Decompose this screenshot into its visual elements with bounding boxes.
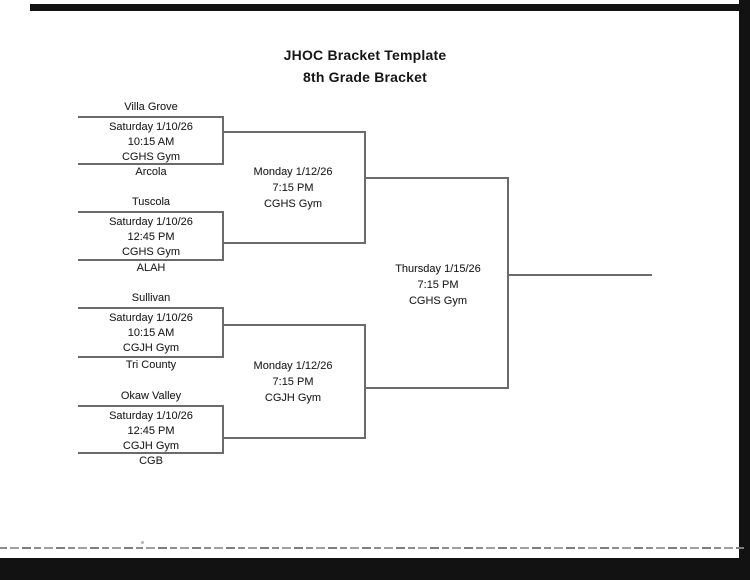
team-alah: ALAH xyxy=(136,262,166,274)
semifinal2-venue: CGJH Gym xyxy=(264,392,322,404)
scan-speck xyxy=(141,541,144,544)
scan-border-top xyxy=(30,4,750,11)
semifinal1-info: Monday 1/12/26 7:15 PM CGHS Gym xyxy=(220,164,366,212)
team-tuscola: Tuscola xyxy=(131,196,171,208)
page-title-line2: 8th Grade Bracket xyxy=(302,69,427,85)
final-info: Thursday 1/15/26 7:15 PM CGHS Gym xyxy=(365,261,511,309)
semifinal2-join-line xyxy=(364,324,366,439)
semifinal2-time: 7:15 PM xyxy=(272,376,314,388)
game2-right-line xyxy=(222,211,224,261)
game4-date: Saturday 1/10/26 xyxy=(109,410,193,422)
final-join-line xyxy=(507,177,509,389)
champion-line xyxy=(507,274,652,276)
page-title-line1: JHOC Bracket Template xyxy=(283,47,447,63)
game2-info: Saturday 1/10/26 12:45 PM CGHS Gym xyxy=(78,215,224,260)
final-venue: CGHS Gym xyxy=(408,295,468,307)
semifinal1-time: 7:15 PM xyxy=(272,182,314,194)
game3-right-line xyxy=(222,307,224,358)
game1-time: 10:15 AM xyxy=(127,136,175,148)
semifinal1-winner-line xyxy=(364,177,508,179)
game4-time: 12:45 PM xyxy=(127,425,175,437)
team-villa-grove: Villa Grove xyxy=(124,101,178,113)
scan-border-right xyxy=(739,0,750,580)
semifinal2-date: Monday 1/12/26 xyxy=(253,360,333,372)
game1-date: Saturday 1/10/26 xyxy=(109,121,193,133)
game3-venue: CGJH Gym xyxy=(122,342,180,354)
team-cgb: CGB xyxy=(139,455,163,467)
game2-bottom-line xyxy=(78,259,223,261)
game2-winner-line xyxy=(222,242,365,244)
game1-venue: CGHS Gym xyxy=(121,151,181,163)
game2-time: 12:45 PM xyxy=(127,231,175,243)
final-time: 7:15 PM xyxy=(417,279,459,291)
semifinal1-venue: CGHS Gym xyxy=(263,198,323,210)
game2-date: Saturday 1/10/26 xyxy=(109,216,193,228)
game4-top-line xyxy=(78,405,223,407)
team-tri-county: Tri County xyxy=(125,359,177,371)
game1-info: Saturday 1/10/26 10:15 AM CGHS Gym xyxy=(78,120,224,165)
game4-winner-line xyxy=(222,437,365,439)
game3-time: 10:15 AM xyxy=(127,327,175,339)
game3-info: Saturday 1/10/26 10:15 AM CGJH Gym xyxy=(78,311,224,356)
game4-bottom-line xyxy=(78,452,223,454)
game3-date: Saturday 1/10/26 xyxy=(109,312,193,324)
semifinal2-info: Monday 1/12/26 7:15 PM CGJH Gym xyxy=(220,358,366,406)
team-sullivan: Sullivan xyxy=(131,292,171,304)
game2-top-line xyxy=(78,211,223,213)
game4-venue: CGJH Gym xyxy=(122,440,180,452)
game3-top-line xyxy=(78,307,223,309)
game1-top-line xyxy=(78,116,223,118)
page-title: JHOC Bracket Template 8th Grade Bracket xyxy=(215,44,515,88)
game3-bottom-line xyxy=(78,356,223,358)
game3-winner-line xyxy=(222,324,365,326)
game1-bottom-line xyxy=(78,163,223,165)
game4-info: Saturday 1/10/26 12:45 PM CGJH Gym xyxy=(78,409,224,454)
team-okaw-valley: Okaw Valley xyxy=(120,390,182,402)
game1-right-line xyxy=(222,116,224,165)
final-date: Thursday 1/15/26 xyxy=(395,263,481,275)
game2-venue: CGHS Gym xyxy=(121,246,181,258)
semifinal2-winner-line xyxy=(364,387,508,389)
team-arcola: Arcola xyxy=(135,166,167,178)
semifinal1-date: Monday 1/12/26 xyxy=(253,166,333,178)
scan-border-bottom xyxy=(0,558,750,580)
semifinal1-join-line xyxy=(364,131,366,244)
game4-right-line xyxy=(222,405,224,454)
scan-perforation-line xyxy=(0,547,744,549)
game1-winner-line xyxy=(222,131,365,133)
